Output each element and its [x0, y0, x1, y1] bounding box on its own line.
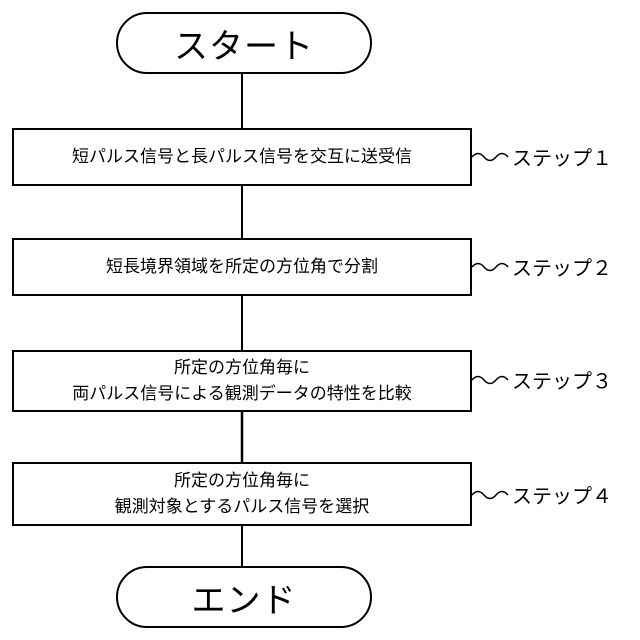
start-label: スタート	[174, 19, 314, 68]
step-2-text: 短長境界領域を所定の方位角で分割	[106, 254, 378, 280]
step-2-label: ステップ２	[512, 252, 612, 281]
step-1-text: 短パルス信号と長パルス信号を交互に送受信	[72, 144, 412, 170]
step-1-label: ステップ１	[512, 142, 612, 171]
step-3-box: 所定の方位角毎に 両パルス信号による観測データの特性を比較	[12, 350, 472, 412]
step-3-text-line2: 両パルス信号による観測データの特性を比較	[72, 381, 412, 407]
step-1-box: 短パルス信号と長パルス信号を交互に送受信	[12, 128, 472, 186]
step-4-text-line2: 観測対象とするパルス信号を選択	[115, 494, 370, 520]
step-4-box: 所定の方位角毎に 観測対象とするパルス信号を選択	[12, 462, 472, 526]
start-terminal: スタート	[116, 12, 372, 74]
step-3-text-line1: 所定の方位角毎に	[174, 355, 310, 381]
step-4-text-line1: 所定の方位角毎に	[174, 468, 310, 494]
step-3-label: ステップ３	[512, 365, 612, 394]
end-terminal: エンド	[116, 566, 372, 628]
leader-step2	[472, 264, 508, 271]
step-4-label: ステップ４	[512, 480, 612, 509]
leader-step1	[472, 154, 508, 161]
leader-step3	[472, 377, 508, 384]
step-2-box: 短長境界領域を所定の方位角で分割	[12, 238, 472, 296]
end-label: エンド	[192, 573, 297, 622]
leader-step4	[472, 492, 508, 499]
